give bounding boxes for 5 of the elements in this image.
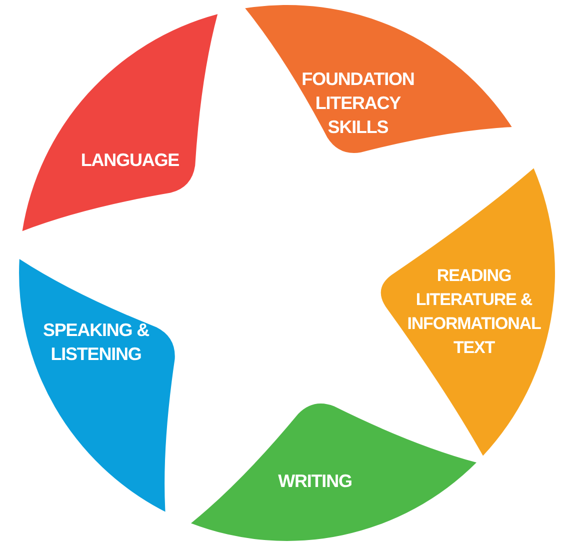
segment-label: FOUNDATION LITERACY SKILLS	[300, 68, 416, 139]
segment-label: WRITING	[277, 470, 353, 493]
segment-label: READING LITERATURE & INFORMATIONAL TEXT	[406, 265, 542, 359]
segment-label: LANGUAGE	[80, 149, 180, 172]
segment-label: SPEAKING & LISTENING	[42, 319, 150, 366]
